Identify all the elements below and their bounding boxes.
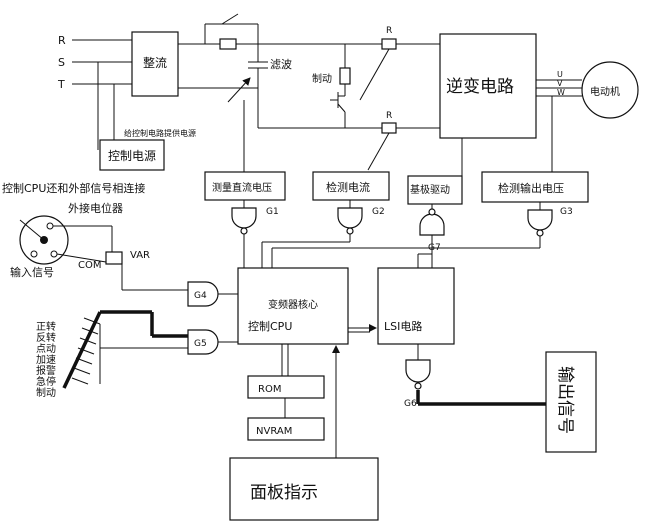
control-power-label: 控制电源: [108, 149, 156, 163]
power-note-label: 给控制电路提供电源: [124, 128, 196, 138]
switch-label-brake: 制动: [36, 386, 56, 399]
core-cpu-label: 控制CPU: [248, 319, 292, 333]
brake-label: 制动: [312, 72, 332, 85]
phase-r-label: R: [58, 34, 66, 47]
var-terminal: [105, 251, 123, 265]
g5-label: G5: [194, 339, 207, 349]
gate-g6: G6: [404, 359, 431, 409]
panel-block: [229, 457, 379, 521]
inverter-label: 逆变电路: [446, 77, 514, 97]
sense-resistor-top-label: R: [386, 26, 392, 36]
u-label: U: [557, 70, 563, 79]
dc-bus: 滤波 制动 R R: [178, 13, 440, 171]
three-phase-input: R S T: [57, 34, 132, 150]
measure-dc-label: 测量直流电压: [212, 181, 272, 194]
control-power-block: [99, 139, 165, 171]
phase-t-label: T: [57, 78, 65, 91]
external-potentiometer: [19, 215, 113, 265]
v-label: V: [557, 79, 563, 88]
motor-output: U V W 电动机: [536, 61, 639, 119]
detect-current-label: 检测电流: [326, 180, 370, 194]
base-drive-block: [407, 175, 463, 205]
measure-dc-block: [204, 171, 286, 201]
output-signal-label: 输出信号: [555, 366, 575, 434]
detect-output-block: [481, 171, 589, 203]
var-label: VAR: [130, 250, 150, 261]
lsi-block: [377, 267, 455, 345]
switch-label-reverse: 反转: [36, 331, 56, 344]
input-signal-label: 输入信号: [10, 265, 54, 279]
switch-label-forward: 正转: [36, 320, 56, 333]
nvram-block: [247, 417, 325, 441]
gate-g4: G4: [187, 281, 238, 307]
switch-label-jog: 点动: [36, 343, 56, 355]
phase-s-label: S: [58, 56, 65, 69]
g2-label: G2: [372, 207, 385, 217]
detect-output-label: 检测输出电压: [498, 181, 564, 195]
sense-resistor-top: [381, 38, 397, 50]
detect-current-block: [312, 171, 390, 201]
g4-label: G4: [194, 291, 207, 301]
lsi-label: LSI电路: [384, 320, 422, 333]
gate-g5: G5: [187, 329, 238, 355]
soft-start-resistor: [219, 38, 237, 50]
core-title-label: 变频器核心: [268, 298, 318, 311]
rectifier-label: 整流: [143, 55, 167, 70]
gate-g3: G3: [271, 202, 573, 268]
w-label: W: [557, 88, 565, 97]
g6-label: G6: [404, 399, 417, 409]
cpu-connect-note: 控制CPU还和外部信号相连接: [2, 181, 145, 195]
inverter-block: [439, 33, 537, 139]
g1-label: G1: [266, 207, 279, 217]
sense-resistor-bottom-label: R: [386, 111, 392, 121]
core-cpu-block: [237, 267, 349, 345]
sense-resistor-bottom: [381, 122, 397, 134]
panel-label: 面板指示: [250, 483, 318, 503]
motor-label: 电动机: [590, 85, 620, 98]
rom-block: [247, 375, 325, 399]
rom-label: ROM: [258, 384, 281, 395]
switch-labels: 正转 反转 点动 加速 报警 急停 制动: [36, 320, 56, 399]
com-label: COM: [78, 260, 101, 271]
filter-label: 滤波: [270, 58, 292, 71]
output-signal-block: [545, 351, 597, 453]
base-drive-label: 基极驱动: [410, 183, 450, 196]
motor-circle: [581, 61, 639, 119]
switch-label-alarm: 报警: [36, 364, 56, 377]
gate-g1: G1: [231, 200, 279, 268]
rectifier-block: [131, 31, 179, 97]
switch-label-estop: 急停: [36, 375, 56, 388]
brake-resistor: [339, 67, 351, 85]
switch-label-accel: 加速: [36, 354, 56, 366]
gate-g7: G7: [417, 204, 445, 268]
gate-g2: G2: [261, 200, 385, 268]
ext-pot-label: 外接电位器: [68, 201, 123, 215]
g3-label: G3: [560, 207, 573, 217]
nvram-label: NVRAM: [256, 426, 292, 437]
input-switch-bus: [62, 310, 188, 389]
